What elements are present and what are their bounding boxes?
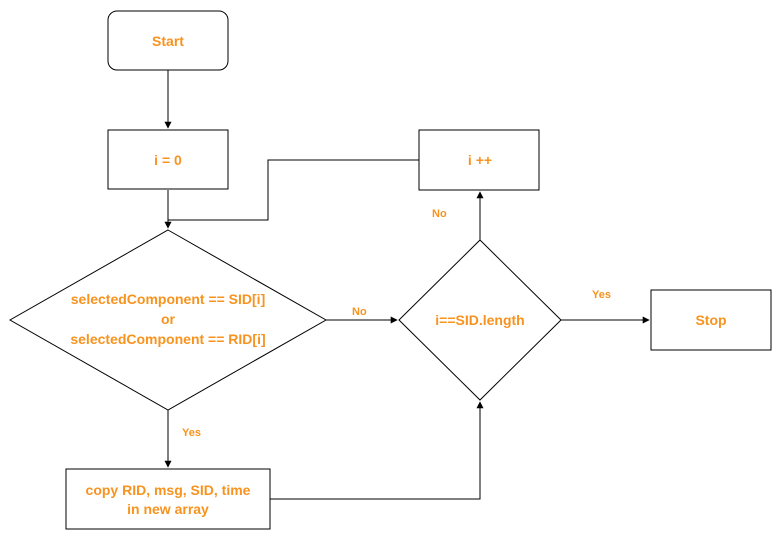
decision-end-label: i==SID.length [435,312,524,328]
edge-label-match-no: No [352,306,367,318]
edge-increment-loop-back [168,159,419,221]
start-label: Start [152,33,184,49]
copy-label-line2: in new array [127,501,209,517]
decision-match-line2: or [161,311,176,327]
decision-end-node [398,239,562,401]
edge-label-match-yes: Yes [182,427,201,439]
increment-label: i ++ [468,152,492,168]
increment-node [418,129,540,191]
init-label: i = 0 [154,152,182,168]
init-node [107,129,229,190]
edge-label-end-no: No [432,208,447,220]
edge-label-end-yes: Yes [592,289,611,301]
start-node [107,10,229,71]
copy-node [65,468,271,530]
decision-match-node [8,229,328,411]
stop-label: Stop [695,312,726,328]
edge-copy-to-end-check [270,401,484,500]
stop-node [650,289,772,351]
decision-match-line3: selectedComponent == RID[i] [70,331,265,347]
decision-match-line1: selectedComponent == SID[i] [71,291,265,307]
copy-label-line1: copy RID, msg, SID, time [86,482,251,498]
